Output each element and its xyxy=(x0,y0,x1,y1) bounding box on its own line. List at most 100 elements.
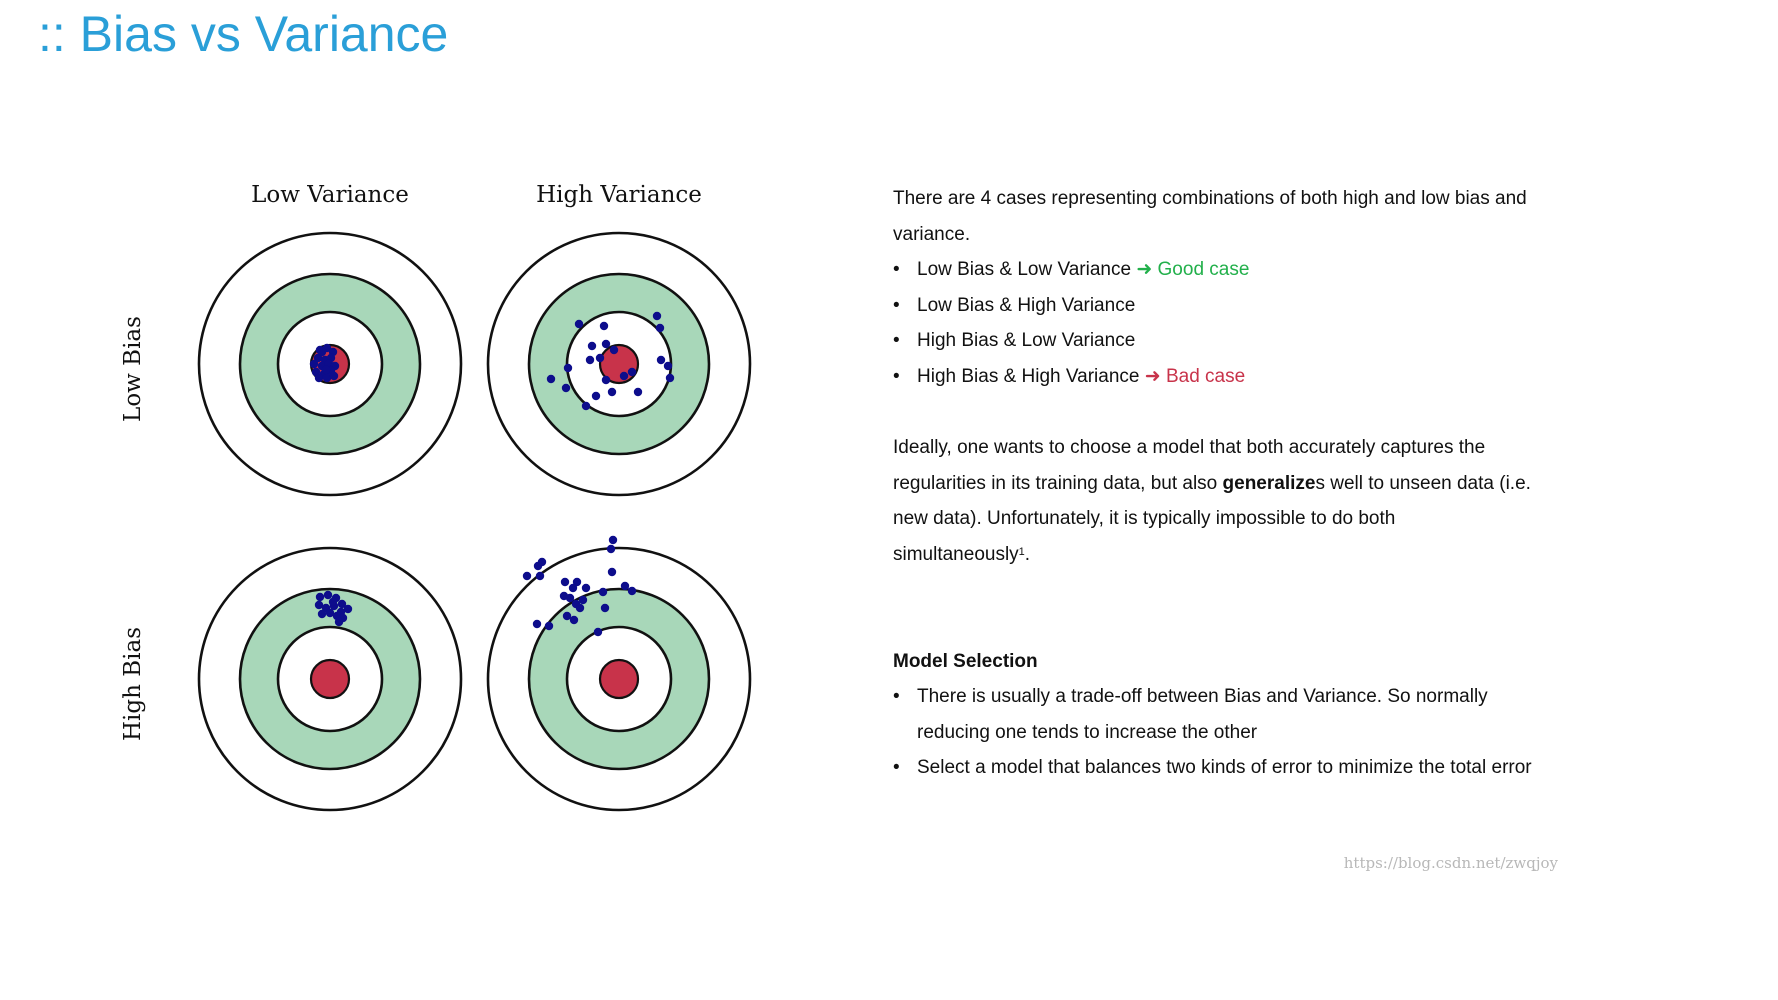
shot-point xyxy=(568,583,578,593)
ideal-text-rest: s well to unseen data (i.e. new data). U… xyxy=(893,472,1531,565)
ideal-paragraph: Ideally, one wants to choose a model tha… xyxy=(893,430,1533,572)
shot-point xyxy=(317,347,327,357)
shot-point xyxy=(619,371,629,381)
shot-point xyxy=(600,603,610,613)
shot-point xyxy=(585,355,595,365)
arrow-icon: ➜ xyxy=(1144,365,1161,387)
target-low-bias-low-variance xyxy=(197,231,463,497)
list-item: Select a model that balances two kinds o… xyxy=(893,750,1533,786)
shot-point xyxy=(652,311,662,321)
shot-point xyxy=(562,611,572,621)
shot-point xyxy=(546,374,556,384)
shot-points xyxy=(314,590,353,627)
shot-point xyxy=(323,590,333,600)
shot-point xyxy=(563,363,573,373)
row-label-low-bias: Low Bias xyxy=(120,316,146,422)
shot-point xyxy=(601,339,611,349)
good-case-tag: ➜ Good case xyxy=(1136,259,1249,280)
shot-point xyxy=(532,619,542,629)
shot-point xyxy=(593,627,603,637)
case-item: Low Bias & High Variance xyxy=(893,288,1533,324)
shot-point xyxy=(535,571,545,581)
shot-point xyxy=(575,603,585,613)
shot-point xyxy=(609,345,619,355)
shot-point xyxy=(656,355,666,365)
target-high-bias-high-variance xyxy=(486,535,752,812)
model-selection-list: There is usually a trade-off between Bia… xyxy=(893,679,1533,786)
shot-point xyxy=(325,608,335,618)
shot-point xyxy=(560,577,570,587)
shot-point xyxy=(665,373,675,383)
col-label-high-variance: High Variance xyxy=(536,182,702,208)
shot-point xyxy=(581,401,591,411)
shot-point xyxy=(655,323,665,333)
shot-point xyxy=(627,586,637,596)
case-item: Low Bias & Low Variance ➜ Good case xyxy=(893,252,1533,288)
shot-point xyxy=(663,361,673,371)
shot-point xyxy=(607,567,617,577)
shot-point xyxy=(309,359,319,369)
shot-point xyxy=(313,353,323,363)
shot-point xyxy=(606,544,616,554)
shot-point xyxy=(343,604,353,614)
shot-point xyxy=(329,371,339,381)
shot-points xyxy=(522,535,637,637)
spacer xyxy=(893,395,1533,431)
shot-point xyxy=(533,561,543,571)
targets-layer xyxy=(197,231,752,812)
ideal-bold-word: generalize xyxy=(1222,472,1316,494)
case-text: Low Bias & High Variance xyxy=(917,294,1136,316)
slide-title: :: Bias vs Variance xyxy=(38,6,449,62)
shot-point xyxy=(633,387,643,397)
arrow-icon: ➜ xyxy=(1136,259,1153,281)
shot-point xyxy=(598,587,608,597)
spacer xyxy=(893,573,1533,644)
case-item: High Bias & High Variance ➜ Bad case xyxy=(893,359,1533,395)
model-selection-heading: Model Selection xyxy=(893,650,1038,672)
shot-point xyxy=(620,581,630,591)
watermark: https://blog.csdn.net/zwqjoy xyxy=(1343,854,1558,872)
bad-case-tag: ➜ Bad case xyxy=(1145,366,1245,387)
intro-paragraph: There are 4 cases representing combinati… xyxy=(893,188,1527,245)
shot-point xyxy=(314,600,324,610)
shot-point xyxy=(314,373,324,383)
shot-point xyxy=(591,391,601,401)
cases-list: Low Bias & Low Variance ➜ Good case Low … xyxy=(893,252,1533,394)
case-text: Low Bias & Low Variance xyxy=(917,259,1132,281)
shot-point xyxy=(565,593,575,603)
shot-point xyxy=(337,599,347,609)
shot-point xyxy=(321,365,331,375)
shot-point xyxy=(627,367,637,377)
shot-point xyxy=(587,341,597,351)
good-case-label: Good case xyxy=(1157,259,1250,281)
ideal-text-start: Ideally, one wants to choose a model tha… xyxy=(893,437,1486,494)
shot-point xyxy=(595,353,605,363)
shot-point xyxy=(601,375,611,385)
bias-variance-target-diagram: Low Variance High Variance Low Bias High… xyxy=(120,182,752,812)
shot-points xyxy=(546,311,675,411)
shot-point xyxy=(315,592,325,602)
shot-point xyxy=(608,535,618,545)
shot-point xyxy=(572,577,582,587)
shot-point xyxy=(522,571,532,581)
ideal-text-end: . xyxy=(1024,543,1031,565)
case-item: High Bias & Low Variance xyxy=(893,323,1533,359)
shot-point xyxy=(544,621,554,631)
row-label-high-bias: High Bias xyxy=(120,627,146,741)
bullseye xyxy=(598,658,640,700)
shot-point xyxy=(569,615,579,625)
target-low-bias-high-variance xyxy=(486,231,752,497)
list-item: There is usually a trade-off between Bia… xyxy=(893,679,1533,750)
bullseye xyxy=(309,658,351,700)
shot-points xyxy=(309,343,340,383)
bad-case-label: Bad case xyxy=(1165,365,1246,387)
shot-point xyxy=(561,383,571,393)
shot-point xyxy=(578,595,588,605)
footnote-marker: 1 xyxy=(1018,545,1025,558)
case-text: High Bias & High Variance xyxy=(917,365,1140,387)
shot-point xyxy=(574,319,584,329)
shot-point xyxy=(334,617,344,627)
shot-point xyxy=(317,609,327,619)
case-text: High Bias & Low Variance xyxy=(917,330,1136,352)
shot-point xyxy=(322,373,332,383)
